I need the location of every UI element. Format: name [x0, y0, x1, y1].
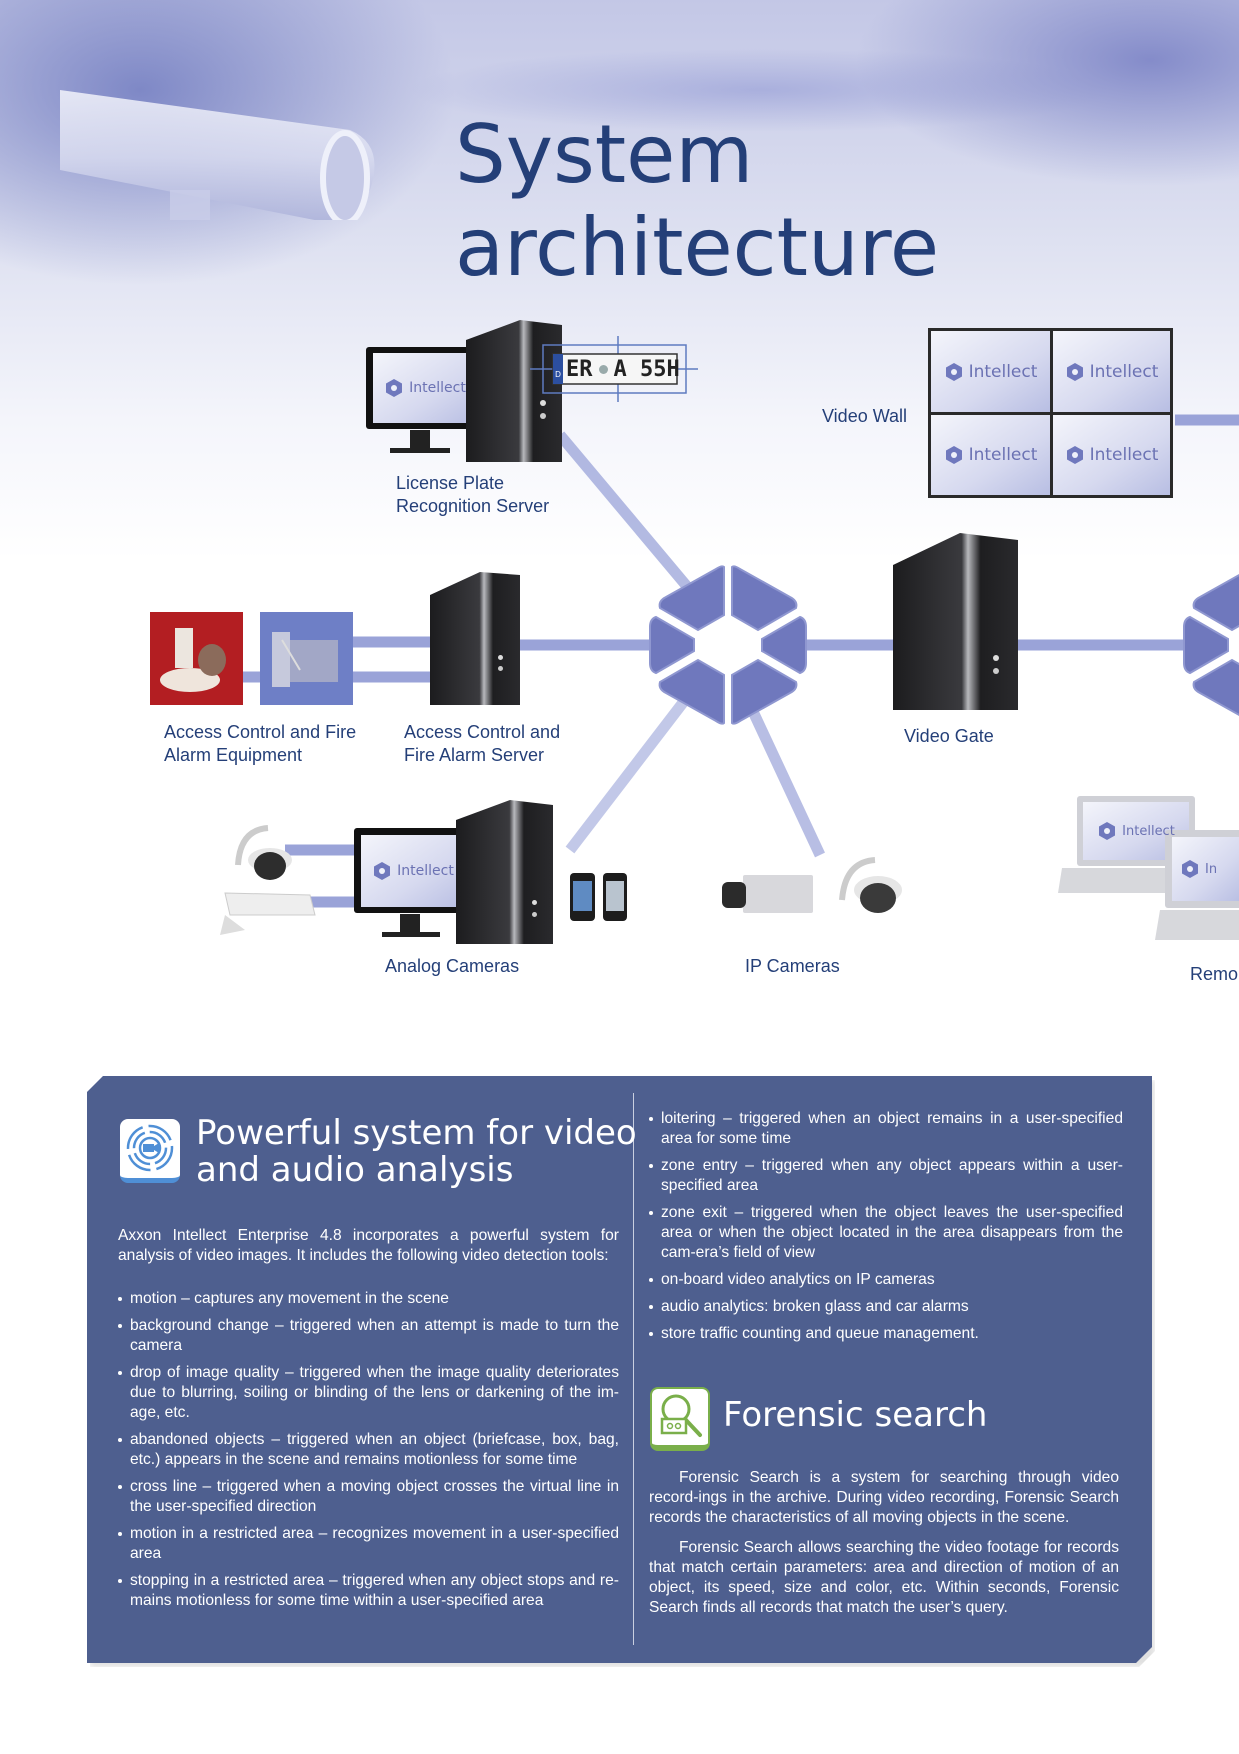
forensic-search-icon — [650, 1387, 710, 1451]
label-lpr-server: License Plate Recognition Server — [396, 473, 550, 516]
remote-laptop-screen-1: Intellect — [1083, 802, 1189, 860]
link-hub-ip — [745, 702, 825, 858]
bullet-item: audio analytics: broken glass and car al… — [649, 1297, 1123, 1317]
bullet-item: zone exit – triggered when the object le… — [649, 1203, 1123, 1263]
box-camera-image — [220, 892, 316, 935]
forensic-paragraph: Forensic Search allows searching the vid… — [649, 1539, 1119, 1616]
intellect-logo-icon — [1099, 822, 1116, 840]
dome-camera-image — [235, 825, 292, 880]
video-wall-screen-3: Intellect — [931, 415, 1050, 495]
video-wall-screen-1: Intellect — [931, 331, 1050, 412]
access-server-image — [430, 572, 520, 705]
license-plate-text: ER A 55H — [566, 356, 680, 382]
intellect-logo-icon — [1066, 362, 1083, 381]
bullet-item: background change – triggered when an at… — [118, 1316, 619, 1356]
left-bullet-list: motion – captures any movement in the sc… — [118, 1289, 619, 1618]
forensic-description: Forensic Search is a system for searchin… — [649, 1468, 1119, 1628]
video-analysis-intro: Axxon Intellect Enterprise 4.8 incorpora… — [118, 1227, 619, 1264]
plate-country-code: D — [555, 370, 561, 379]
label-analog-cameras: Analog Cameras — [385, 956, 520, 976]
bullet-item: store traffic counting and queue managem… — [649, 1324, 1123, 1344]
architecture-diagram — [150, 320, 1239, 944]
ip-box-camera-image — [722, 875, 813, 913]
bullet-item: motion in a restricted area – recognizes… — [118, 1524, 619, 1564]
info-panel — [87, 1076, 1152, 1663]
bullet-item: loitering – triggered when an object rem… — [649, 1109, 1123, 1149]
hub-icon-right — [1183, 574, 1239, 716]
label-access-equipment: Access Control and Fire Alarm Equipment — [164, 722, 357, 765]
bullet-item: cross line – triggered when a moving obj… — [118, 1477, 619, 1517]
intellect-logo-icon — [945, 362, 962, 381]
page-title: System architecture — [455, 108, 940, 294]
mobile-phones-image — [570, 873, 627, 921]
column-divider — [633, 1093, 634, 1645]
label-access-server: Access Control and Fire Alarm Server — [404, 722, 561, 765]
remote-laptop-screen-2: In — [1172, 837, 1239, 901]
lpr-server-image — [366, 320, 562, 462]
label-remote: Remo — [1190, 964, 1239, 984]
screen-brand-text: Intellect — [409, 380, 466, 396]
intellect-logo-icon — [386, 379, 403, 397]
intellect-logo-icon — [1066, 446, 1083, 464]
bullet-item: motion – captures any movement in the sc… — [118, 1289, 619, 1309]
video-wall-image — [928, 328, 1173, 498]
license-plate-icon — [530, 336, 698, 402]
link-lpr-hub — [555, 431, 695, 594]
remote-laptops-image — [1058, 796, 1239, 940]
bullet-item: on-board video analytics on IP cameras — [649, 1270, 1123, 1290]
analog-monitor-screen: Intellect — [361, 835, 465, 907]
video-wall-screen-4: Intellect — [1053, 415, 1170, 495]
video-gate-image — [893, 533, 1018, 710]
link-hub-analog — [565, 696, 690, 854]
forensic-paragraph: Forensic Search is a system for searchin… — [649, 1469, 1119, 1526]
bullet-item: zone entry – triggered when any object a… — [649, 1156, 1123, 1196]
intellect-logo-icon — [1182, 860, 1198, 878]
ip-dome-camera-image — [839, 857, 902, 913]
turnstile-image — [260, 612, 353, 705]
right-bullet-list: loitering – triggered when an object rem… — [649, 1109, 1123, 1351]
bullet-item: stopping in a restricted area – triggere… — [118, 1571, 619, 1611]
video-analysis-title: Powerful system for video and audio anal… — [196, 1113, 637, 1190]
intellect-logo-icon — [374, 862, 391, 880]
intellect-logo-icon — [945, 446, 962, 464]
video-analytics-icon — [120, 1119, 180, 1183]
forensic-search-title: Forensic search — [723, 1395, 988, 1435]
label-ip-cameras: IP Cameras — [745, 956, 840, 976]
label-video-wall: Video Wall — [822, 406, 908, 426]
video-wall-screen-2: Intellect — [1053, 331, 1170, 412]
surveillance-camera-image — [60, 90, 375, 220]
bullet-item: abandoned objects – triggered when an ob… — [118, 1430, 619, 1470]
label-video-gate: Video Gate — [904, 726, 994, 746]
bullet-item: drop of image quality – triggered when t… — [118, 1363, 619, 1423]
lpr-monitor-screen: Intellect — [373, 353, 477, 423]
analog-server-image — [354, 800, 553, 944]
hub-icon — [649, 565, 807, 725]
fire-alarm-equipment-image — [150, 612, 243, 705]
